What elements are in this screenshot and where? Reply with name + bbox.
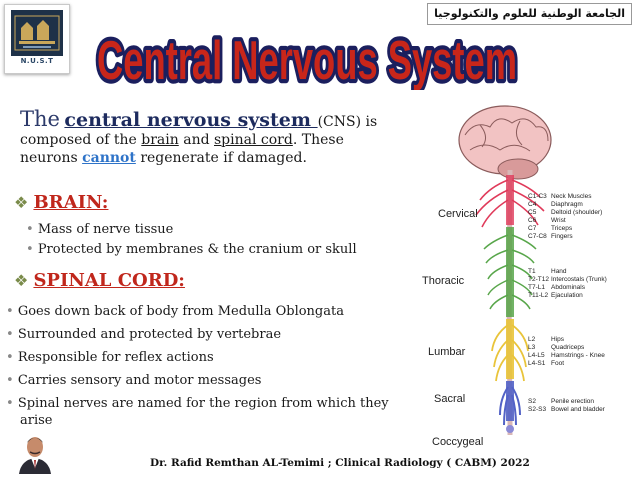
code: C1-C3: [528, 193, 547, 200]
page-title-text: Central Nervous System: [97, 31, 517, 90]
thoracic-nerves: [483, 234, 537, 310]
cervical-nerves: [475, 179, 545, 228]
code: T2-T12: [528, 276, 549, 283]
footer-credit: Dr. Rafid Remthan AL-Temimi ; Clinical R…: [150, 457, 530, 469]
spinal-heading: SPINAL CORD:: [33, 270, 185, 291]
page-title: Central Nervous System Central Nervous S…: [93, 27, 521, 90]
code: T11-L2: [528, 292, 548, 299]
spinal-cord-term: spinal cord: [214, 132, 293, 148]
brain-term: brain: [141, 132, 179, 148]
function: Wrist: [551, 217, 566, 224]
code: C7-C8: [528, 233, 547, 240]
region-label-sacral: Sacral: [434, 393, 465, 405]
function: Hand: [551, 268, 567, 275]
function: Deltoid (shoulder): [551, 209, 602, 216]
brain-icon: [458, 105, 552, 180]
list-item: • Carries sensory and motor messages: [6, 373, 262, 388]
code: L2: [528, 336, 536, 343]
code: L4-L5: [528, 352, 545, 359]
region-label-cervical: Cervical: [438, 208, 478, 220]
brain-section: ❖ BRAIN:: [14, 192, 108, 213]
function: Triceps: [551, 225, 573, 232]
author-avatar: [13, 430, 57, 474]
function: Neck Muscles: [551, 193, 592, 200]
intro-part3: . These: [292, 132, 344, 148]
diamond-bullet-icon: ❖: [14, 271, 29, 290]
function: Quadriceps: [551, 344, 585, 351]
arabic-university-name: الجامعة الوطنية للعلوم والتكنولوجيا: [427, 3, 632, 25]
list-item: • Surrounded and protected by vertebrae: [6, 327, 282, 342]
function: Hips: [551, 336, 565, 343]
intro-and: and: [183, 132, 210, 148]
function: Hamstrings - Knee: [551, 352, 605, 359]
university-emblem-icon: [11, 10, 63, 56]
list-item: • Mass of nerve tissue: [26, 222, 174, 237]
code: L3: [528, 344, 536, 351]
function: Intercostals (Trunk): [551, 276, 607, 283]
code: C7: [528, 225, 537, 232]
diamond-bullet-icon: ❖: [14, 193, 29, 212]
function: Ejaculation: [551, 292, 583, 299]
brain-bullets: • Mass of nerve tissue • Protected by me…: [26, 220, 357, 260]
brain-heading: BRAIN:: [33, 192, 109, 213]
spinal-cord-figure: Cervical Thoracic Lumbar Sacral Coccygea…: [422, 105, 607, 448]
university-logo: N.U.S.T: [4, 4, 70, 74]
cns-term: central nervous system: [64, 109, 318, 131]
region-label-coccygeal: Coccygeal: [432, 436, 483, 448]
logo-text: N.U.S.T: [20, 57, 54, 65]
code: T7-L1: [528, 284, 545, 291]
list-item: • Protected by membranes & the cranium o…: [26, 242, 357, 257]
function: Abdominals: [551, 284, 586, 291]
intro-part4: neurons: [20, 150, 78, 166]
intro-part5: regenerate if damaged.: [140, 150, 307, 166]
function: Diaphragm: [551, 201, 583, 208]
spinal-section: ❖ SPINAL CORD:: [14, 270, 185, 291]
function: Fingers: [551, 233, 573, 240]
list-item: • Responsible for reflex actions: [6, 350, 214, 365]
function: Bowel and bladder: [551, 406, 606, 413]
region-label-thoracic: Thoracic: [422, 275, 465, 287]
page-title-outline: Central Nervous System: [97, 31, 517, 90]
cannot-term: cannot: [82, 150, 136, 166]
code: L4-S1: [528, 360, 546, 367]
region-label-lumbar: Lumbar: [428, 346, 466, 358]
intro-the: The: [20, 107, 60, 131]
function: Penile erection: [551, 398, 594, 405]
code: C6: [528, 217, 537, 224]
code: S2: [528, 398, 536, 405]
function: Foot: [551, 360, 564, 367]
intro-part2: composed of the: [20, 132, 137, 148]
spinal-bullets: • Goes down back of body from Medulla Ob…: [6, 300, 406, 429]
code: C5: [528, 209, 537, 216]
code: T1: [528, 268, 536, 275]
intro-part1: (CNS) is: [317, 114, 378, 130]
code: S2-S3: [528, 406, 546, 413]
intro-paragraph: The central nervous system (CNS) is comp…: [20, 107, 390, 167]
list-item: • Goes down back of body from Medulla Ob…: [6, 304, 344, 319]
code: C4: [528, 201, 537, 208]
list-item: • Spinal nerves are named for the region…: [6, 396, 389, 428]
